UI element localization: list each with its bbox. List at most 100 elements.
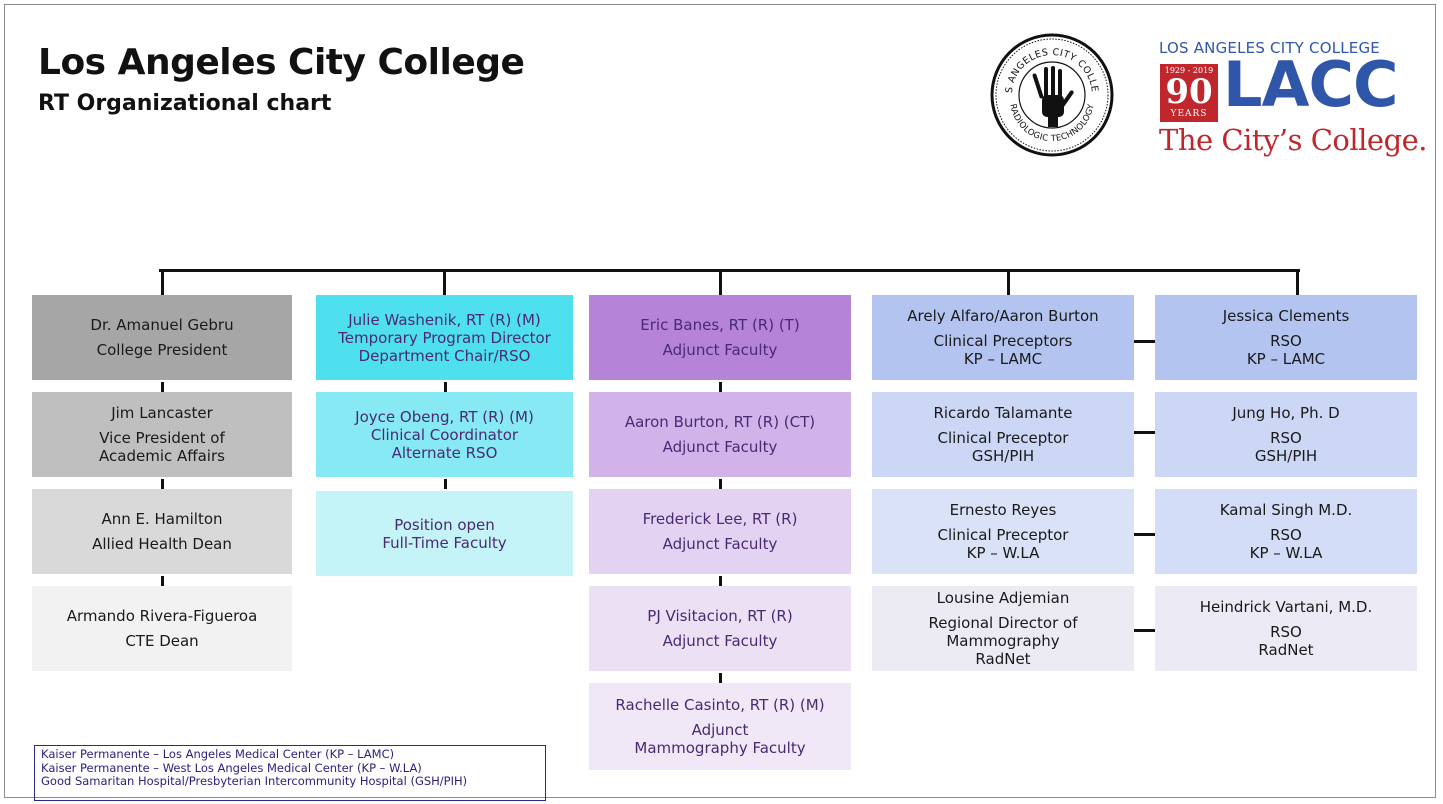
- slide: Los Angeles City College RT Organization…: [4, 4, 1436, 801]
- person-name: Frederick Lee, RT (R): [642, 510, 798, 528]
- vertical-connector-line: [161, 479, 164, 489]
- legend-item: Kaiser Permanente – Los Angeles Medical …: [41, 747, 395, 761]
- role-line: CTE Dean: [125, 632, 199, 650]
- legend-item: Good Samaritan Hospital/Presbyterian Int…: [41, 774, 468, 788]
- hand-xray-icon: [1032, 66, 1074, 127]
- role-line: Vice President of: [99, 429, 225, 447]
- horizontal-connector-line: [1134, 340, 1155, 343]
- role-line: KP – LAMC: [1246, 350, 1326, 368]
- role-line: Temporary Program Director: [338, 328, 551, 347]
- person-name: Position open: [394, 515, 495, 534]
- col3-box: Aaron Burton, RT (R) (CT) Adjunct Faculty: [589, 392, 851, 477]
- lacc-tagline: The City’s College.: [1159, 123, 1428, 157]
- person-name: Julie Washenik, RT (R) (M): [348, 310, 541, 329]
- role-line: Clinical Preceptors: [933, 332, 1073, 350]
- person-name: Kamal Singh M.D.: [1219, 501, 1353, 519]
- person-name: Eric Banes, RT (R) (T): [640, 316, 800, 334]
- role-line: Clinical Coordinator: [370, 425, 519, 444]
- person-name: Rachelle Casinto, RT (R) (M): [615, 696, 825, 714]
- column-drop-line: [1007, 269, 1010, 295]
- col2-box: Julie Washenik, RT (R) (M)Temporary Prog…: [316, 295, 573, 380]
- person-name: Ernesto Reyes: [949, 501, 1057, 519]
- role-line: Adjunct: [691, 721, 749, 739]
- vertical-connector-line: [719, 673, 722, 683]
- role-line: RSO: [1270, 623, 1302, 641]
- person-name: Jung Ho, Ph. D: [1232, 404, 1340, 422]
- col2-box: Joyce Obeng, RT (R) (M)Clinical Coordina…: [316, 392, 573, 477]
- horizontal-connector-line: [1134, 533, 1155, 536]
- horizontal-connector-line: [1134, 629, 1155, 632]
- role-line: RadNet: [1258, 641, 1314, 659]
- vertical-connector-line: [719, 382, 722, 392]
- top-connector-line: [159, 269, 1300, 272]
- legend-item: Kaiser Permanente – West Los Angeles Med…: [41, 760, 422, 775]
- role-line: Adjunct Faculty: [662, 341, 778, 359]
- role-line: Academic Affairs: [99, 447, 225, 465]
- person-name: Dr. Amanuel Gebru: [90, 316, 234, 334]
- radiologic-technology-seal-logo: LOS ANGELES CITY COLLEGE RADIOLOGIC TECH…: [990, 33, 1114, 157]
- page-title: Los Angeles City College: [38, 42, 525, 83]
- horizontal-connector-line: [1134, 431, 1155, 434]
- person-name: Arely Alfaro/Aaron Burton: [907, 307, 1099, 325]
- lacc-logo-college-name: LOS ANGELES CITY COLLEGE: [1159, 39, 1380, 57]
- role-line: KP – LAMC: [963, 350, 1043, 368]
- vertical-connector-line: [443, 382, 447, 392]
- column-drop-line: [161, 269, 164, 295]
- vertical-connector-line: [161, 382, 164, 392]
- role-line: RadNet: [975, 650, 1031, 668]
- role-line: KP – W.LA: [1249, 544, 1323, 562]
- column-drop-line: [443, 269, 446, 295]
- page-subtitle: RT Organizational chart: [38, 91, 332, 116]
- role-line: RSO: [1270, 429, 1302, 447]
- person-name: Joyce Obeng, RT (R) (M): [355, 407, 534, 426]
- column-drop-line: [719, 269, 722, 295]
- role-line: Mammography: [946, 632, 1060, 650]
- lacc-wordmark: LACC: [1223, 48, 1398, 121]
- role-line: Alternate RSO: [391, 443, 498, 462]
- person-name: Heindrick Vartani, M.D.: [1199, 598, 1373, 616]
- role-line: RSO: [1270, 332, 1302, 350]
- role-line: Adjunct Faculty: [662, 535, 778, 553]
- person-name: PJ Visitacion, RT (R): [647, 607, 793, 625]
- person-name: Jessica Clements: [1222, 307, 1350, 325]
- vertical-connector-line: [161, 576, 164, 586]
- role-line: Adjunct Faculty: [662, 632, 778, 650]
- person-name: Ann E. Hamilton: [101, 510, 223, 528]
- person-name: Lousine Adjemian: [936, 589, 1070, 607]
- role-line: Regional Director of: [928, 614, 1078, 632]
- role-line: Clinical Preceptor: [937, 526, 1069, 544]
- column-drop-line: [1296, 269, 1299, 295]
- role-line: Full-Time Faculty: [382, 533, 507, 552]
- person-name: Armando Rivera-Figueroa: [66, 607, 258, 625]
- vertical-connector-line: [443, 479, 447, 489]
- role-line: KP – W.LA: [966, 544, 1040, 562]
- col3-box: PJ Visitacion, RT (R) Adjunct Faculty: [589, 586, 851, 671]
- role-line: Clinical Preceptor: [937, 429, 1069, 447]
- role-line: Adjunct Faculty: [662, 438, 778, 456]
- role-line: Mammography Faculty: [634, 739, 806, 757]
- person-name: Ricardo Talamante: [933, 404, 1073, 422]
- lacc-90-years-badge: 1929 - 2019 90 YEARS: [1160, 64, 1218, 122]
- person-name: Aaron Burton, RT (R) (CT): [624, 413, 816, 431]
- vertical-connector-line: [719, 576, 722, 586]
- col3-box: Eric Banes, RT (R) (T) Adjunct Faculty: [589, 295, 851, 380]
- role-line: RSO: [1270, 526, 1302, 544]
- vertical-connector-line: [719, 479, 722, 489]
- role-line: College President: [96, 341, 228, 359]
- col3-box: Frederick Lee, RT (R) Adjunct Faculty: [589, 489, 851, 574]
- legend-box: Kaiser Permanente – Los Angeles Medical …: [34, 745, 546, 801]
